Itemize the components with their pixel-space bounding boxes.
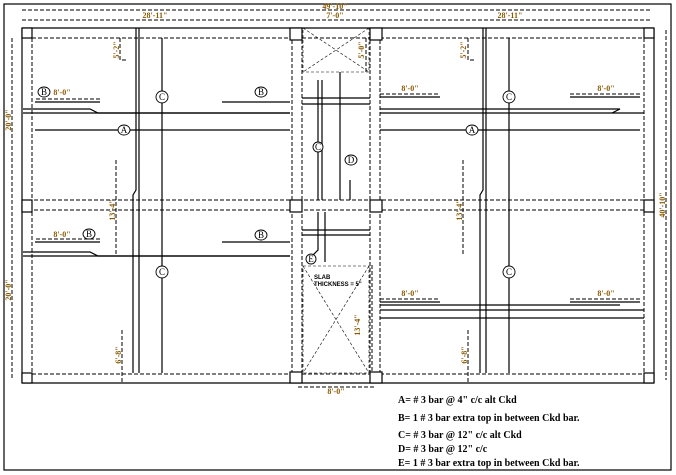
stair-top-label: 5'-0" <box>357 41 366 58</box>
extra-bar-length-label: 8'-0" <box>597 289 614 298</box>
top-left-cut-label: 5'-2" <box>112 41 121 58</box>
mid-left-label: 13'-4" <box>108 199 117 220</box>
legend-item-b: B= 1 # 3 bar extra top in between Ckd ba… <box>398 413 580 424</box>
bar-tag: C <box>502 265 516 279</box>
bar-tag: B <box>37 86 51 98</box>
overall-width-label: 49'-10" <box>322 2 347 11</box>
svg-text:C: C <box>159 92 165 102</box>
extra-bar-length-label: 8'-0" <box>401 289 418 298</box>
extra-bar-length-label: 8'-0" <box>597 84 614 93</box>
bar-tag: D <box>344 154 358 166</box>
left-height-top-label: 20'-0" <box>4 109 13 130</box>
svg-text:C: C <box>315 142 321 152</box>
bar-tag: A <box>117 124 131 136</box>
stair-height-label: 13'-4" <box>353 314 362 335</box>
bar-tag: A <box>465 124 479 136</box>
svg-text:A: A <box>121 125 128 135</box>
bar-tag: C <box>155 265 169 279</box>
legend-item-a: A= # 3 bar @ 4" c/c alt Ckd <box>398 395 517 406</box>
extra-bar-length-label: 8'-0" <box>401 84 418 93</box>
svg-text:B: B <box>258 87 264 97</box>
svg-text:B: B <box>86 229 92 239</box>
slab-note-line2: THICKNESS = 5" <box>314 282 362 288</box>
left-height-bottom-label: 20'-0" <box>4 279 13 300</box>
drawing-border <box>3 3 672 471</box>
left-bay-label: 28'-11" <box>143 11 168 20</box>
svg-text:D: D <box>348 155 355 165</box>
reinforcement-legend: A= # 3 bar @ 4" c/c alt Ckd B= 1 # 3 bar… <box>398 395 580 469</box>
columns <box>21 27 655 384</box>
middle-bay-label: 7'-0" <box>326 11 343 20</box>
svg-text:A: A <box>469 125 476 135</box>
bar-tag: C <box>155 90 169 104</box>
bar-tag: B <box>254 86 268 98</box>
svg-text:C: C <box>506 92 512 102</box>
bar-tag: E <box>305 253 317 265</box>
bottom-right-label: 6'-8" <box>460 346 469 363</box>
svg-text:B: B <box>41 87 47 97</box>
right-height-label: 40'-10" <box>658 192 667 217</box>
right-bay-label: 28'-11" <box>498 11 523 20</box>
svg-text:C: C <box>506 267 512 277</box>
legend-item-e: E= 1 # 3 bar extra top in between Ckd ba… <box>398 458 580 469</box>
svg-text:E: E <box>308 254 314 264</box>
mid-right-label: 13'-4" <box>455 199 464 220</box>
legend-item-c: C= # 3 bar @ 12" c/c alt Ckd <box>398 430 522 441</box>
slab-note-line1: SLAB <box>314 275 331 281</box>
svg-text:C: C <box>159 267 165 277</box>
extra-bar-length-label: 8'-0" <box>53 230 70 239</box>
bar-tag: B <box>254 229 268 241</box>
stair-openings <box>302 27 370 374</box>
extra-bar-dimension-lines <box>36 38 640 388</box>
legend-item-d: D= # 3 bar @ 12" c/c <box>398 444 488 455</box>
stair-width-label: 8'-0" <box>327 387 344 396</box>
bar-tag: C <box>502 90 516 104</box>
bar-tag: B <box>82 228 96 240</box>
bottom-left-label: 6'-8" <box>114 346 123 363</box>
bar-tag: C <box>312 141 324 153</box>
extra-bar-length-label: 8'-0" <box>53 88 70 97</box>
top-right-cut-label: 5'-2" <box>459 41 468 58</box>
svg-text:B: B <box>258 230 264 240</box>
